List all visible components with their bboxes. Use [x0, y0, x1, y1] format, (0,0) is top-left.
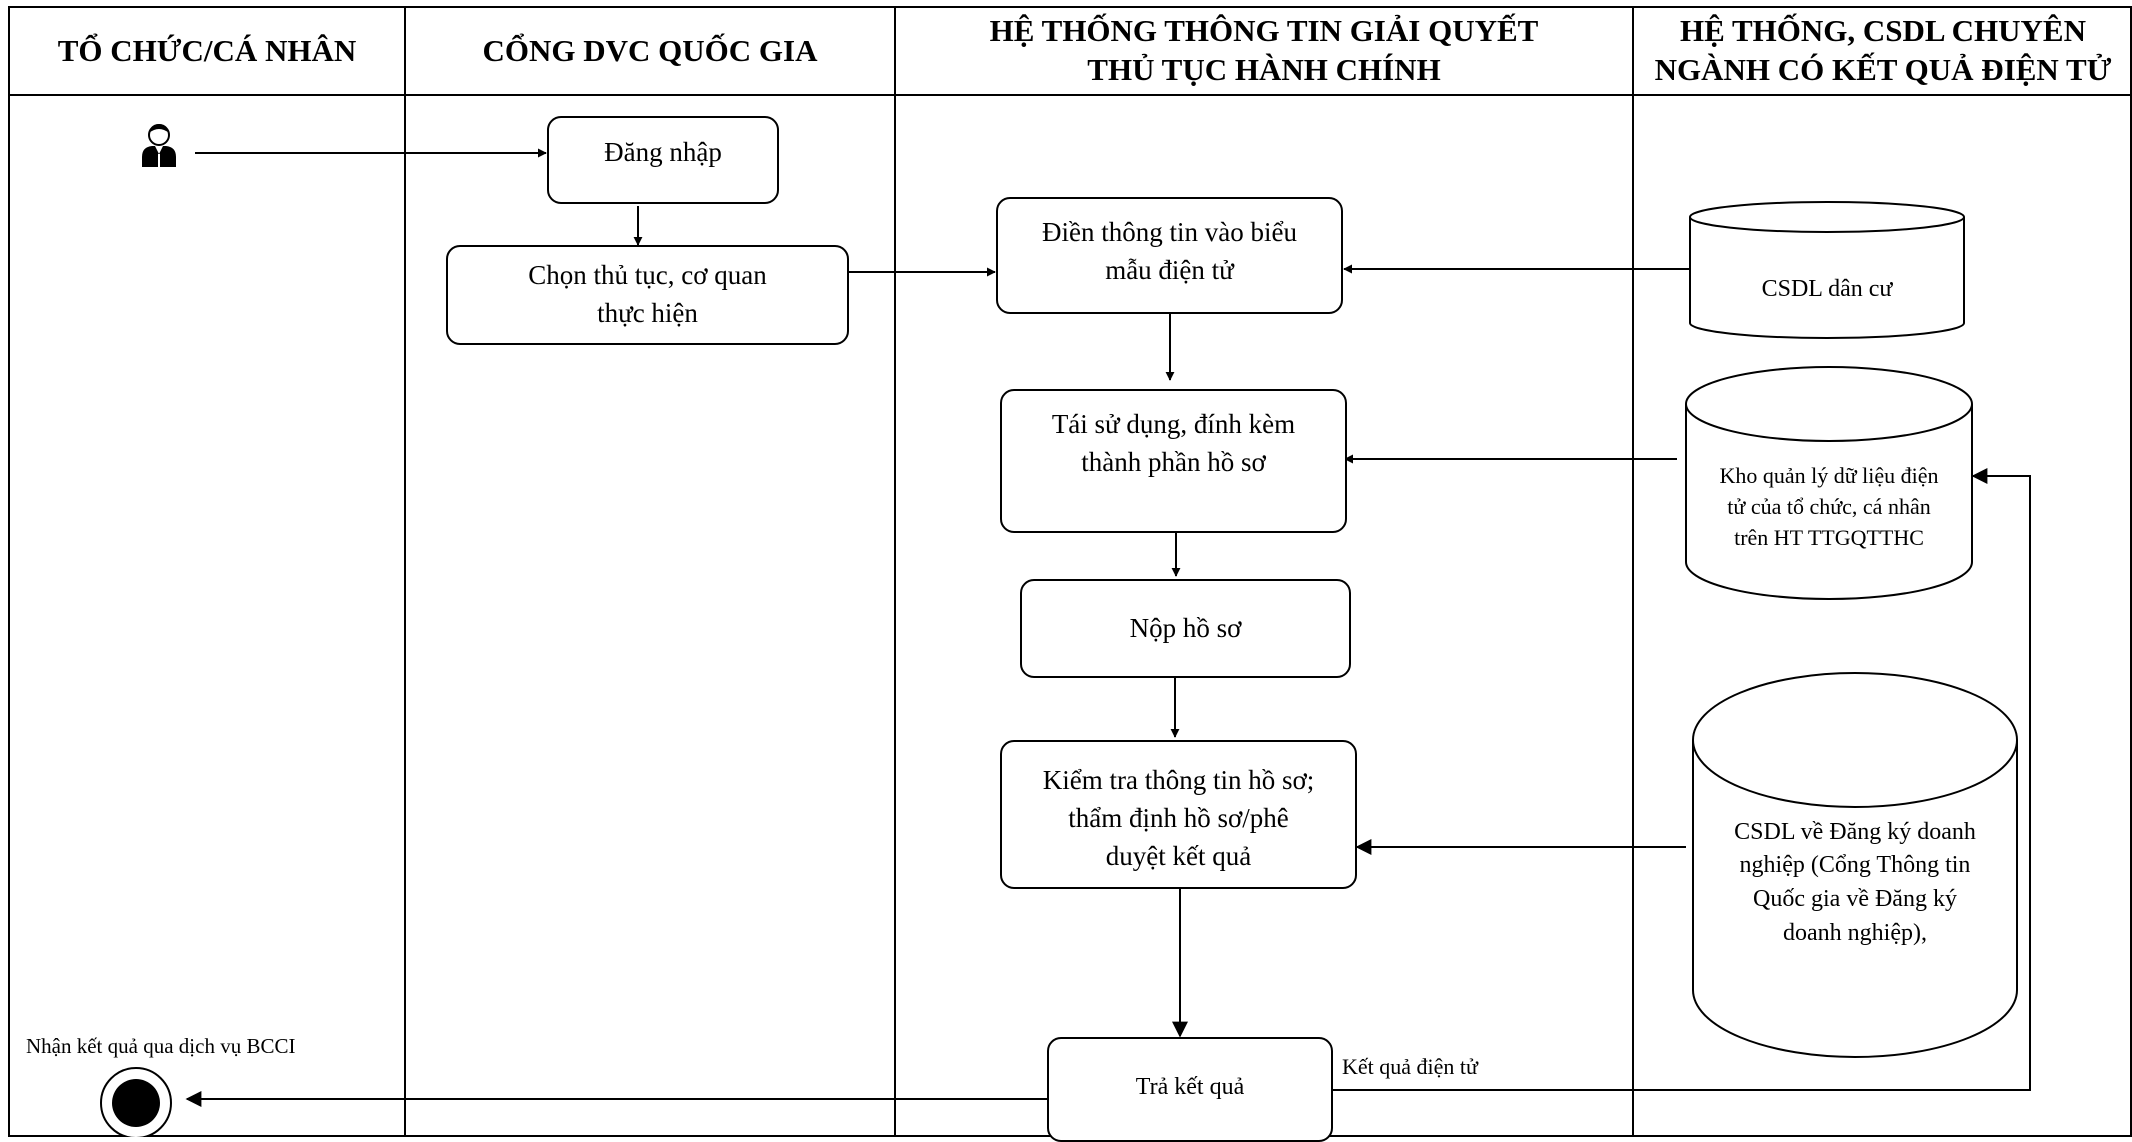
- lane-header-specialized-db: HỆ THỐNG, CSDL CHUYÊN NGÀNH CÓ KẾT QUẢ Đ…: [1654, 13, 2112, 87]
- db-population-label: CSDL dân cư: [1761, 276, 1893, 303]
- node-submit-dossier: Nộp hồ sơ: [1020, 579, 1351, 678]
- lane-header-organization: TỔ CHỨC/CÁ NHÂN: [57, 32, 357, 68]
- database-population-icon: [1689, 201, 1965, 339]
- node-check-approve: Kiểm tra thông tin hồ sơ; thẩm định hồ s…: [1000, 740, 1357, 889]
- lane-header-dvc-portal: CỔNG DVC QUỐC GIA: [482, 32, 818, 68]
- user-icon: [142, 124, 176, 167]
- final-state-icon: [100, 1067, 172, 1137]
- database-business-icon: [1692, 672, 2018, 1058]
- lane-header-tthc-system: HỆ THỐNG THÔNG TIN GIẢI QUYẾT THỦ TỤC HÀ…: [989, 13, 1539, 87]
- flow-edges: [185, 148, 2031, 1107]
- node-reuse-attach: Tái sử dụng, đính kèm thành phần hồ sơ: [1000, 389, 1347, 533]
- node-fill-form: Điền thông tin vào biểu mẫu điện tử: [996, 197, 1343, 314]
- node-choose-procedure: Chọn thủ tục, cơ quan thực hiện: [446, 245, 849, 345]
- label-electronic-result: Kết quả điện tử: [1342, 1053, 1478, 1079]
- label-receive-result: Nhận kết quả qua dịch vụ BCCI: [26, 1034, 296, 1059]
- node-login: Đăng nhập: [547, 116, 779, 204]
- database-storage-icon: [1685, 366, 1973, 600]
- node-return-result: Trả kết quả: [1047, 1037, 1333, 1142]
- edge-result-to-storage: [1333, 468, 2031, 1091]
- db-business-label: CSDL về Đăng ký doanh nghiệp (Cổng Thông…: [1734, 818, 1976, 946]
- db-storage-label: Kho quản lý dữ liệu điện tử của tổ chức,…: [1719, 463, 1939, 550]
